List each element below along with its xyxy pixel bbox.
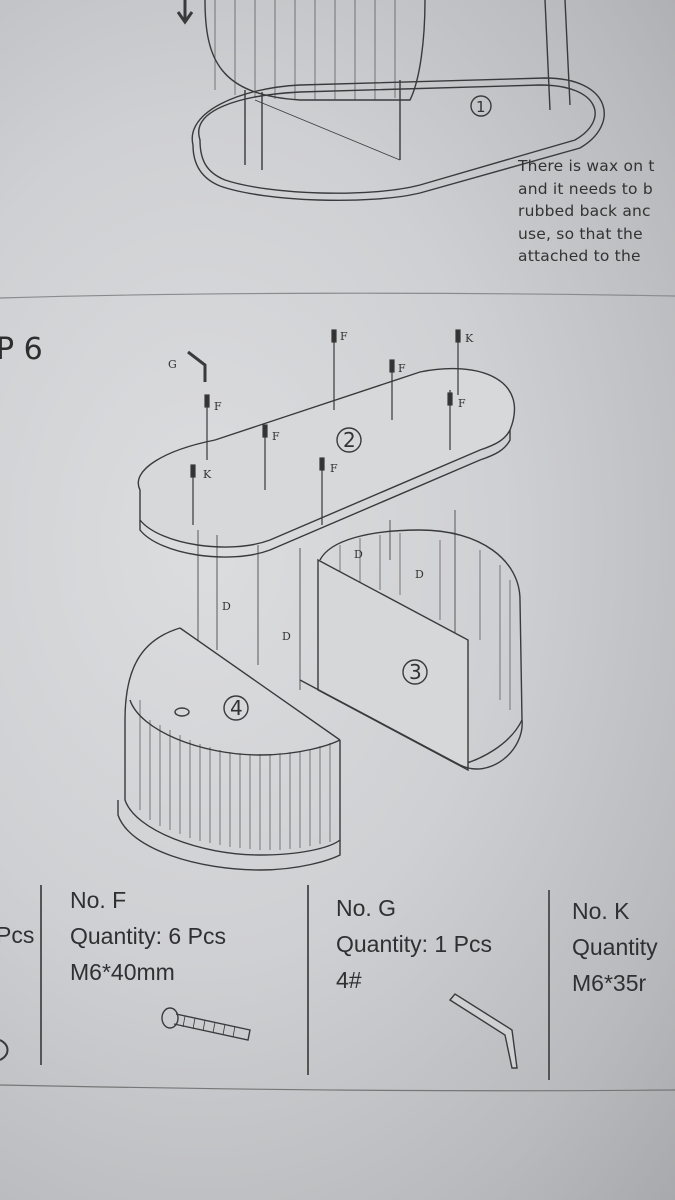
hardware-number: No. G [336, 895, 397, 921]
hardware-quantity: Quantity: 6 Pcs [70, 923, 226, 949]
section-divider [0, 1084, 675, 1092]
column-divider [307, 885, 309, 1075]
note-line: and it needs to b [518, 179, 653, 198]
part-number-2: 2 [343, 428, 356, 452]
column-divider [40, 885, 42, 1065]
base-part-3 [299, 529, 523, 772]
section-divider [0, 292, 675, 299]
note-line: attached to the [518, 247, 641, 265]
part-number-4: 4 [230, 696, 243, 720]
previous-step-drawing [176, 0, 605, 202]
screw-label-f: F [272, 430, 280, 443]
screw-label-f: F [330, 462, 338, 475]
hardware-number: No. F [70, 887, 127, 913]
dowel-label-d: D [222, 600, 231, 613]
dowel-label-d: D [415, 568, 424, 581]
screw-icon [161, 1007, 251, 1041]
hardware-item-k: No. K Quantity M6*35r [572, 893, 658, 1001]
hardware-quantity: Quantity [572, 934, 658, 960]
hardware-item-g: No. G Quantity: 1 Pcs 4# [336, 890, 492, 998]
dowel-label-d: D [354, 548, 363, 561]
screw-label-f: F [340, 330, 348, 343]
hardware-number: No. K [572, 898, 630, 924]
partial-screw-icon [0, 1039, 9, 1061]
screw-label-f: F [458, 397, 466, 410]
wax-note: There is wax on t and it needs to b rubb… [518, 155, 655, 268]
part-number-1: 1 [476, 98, 486, 116]
column-divider [548, 890, 550, 1080]
screw-label-k: K [465, 332, 474, 345]
partial-quantity: Pcs [0, 922, 35, 948]
screw-label-f: F [214, 400, 222, 413]
tabletop-part-2 [137, 368, 516, 558]
dowel-label-d: D [282, 630, 291, 643]
part-number-3: 3 [409, 660, 422, 684]
key-label-g: G [168, 358, 177, 371]
step-heading: P 6 [0, 332, 43, 367]
hardware-spec: M6*35r [572, 970, 647, 996]
hardware-item-f: No. F Quantity: 6 Pcs M6*40mm [70, 882, 226, 990]
screws [187, 329, 461, 525]
note-line: There is wax on t [518, 157, 655, 175]
note-line: rubbed back anc [518, 202, 651, 220]
hardware-spec: 4# [336, 967, 362, 993]
screw-label-k: K [203, 468, 212, 481]
screw-label-f: F [398, 362, 406, 375]
base-part-4 [117, 627, 341, 871]
hardware-spec: M6*40mm [70, 959, 175, 985]
allen-key-icon [448, 993, 518, 1069]
note-line: use, so that the [518, 224, 643, 243]
hardware-quantity: Quantity: 1 Pcs [336, 931, 492, 957]
